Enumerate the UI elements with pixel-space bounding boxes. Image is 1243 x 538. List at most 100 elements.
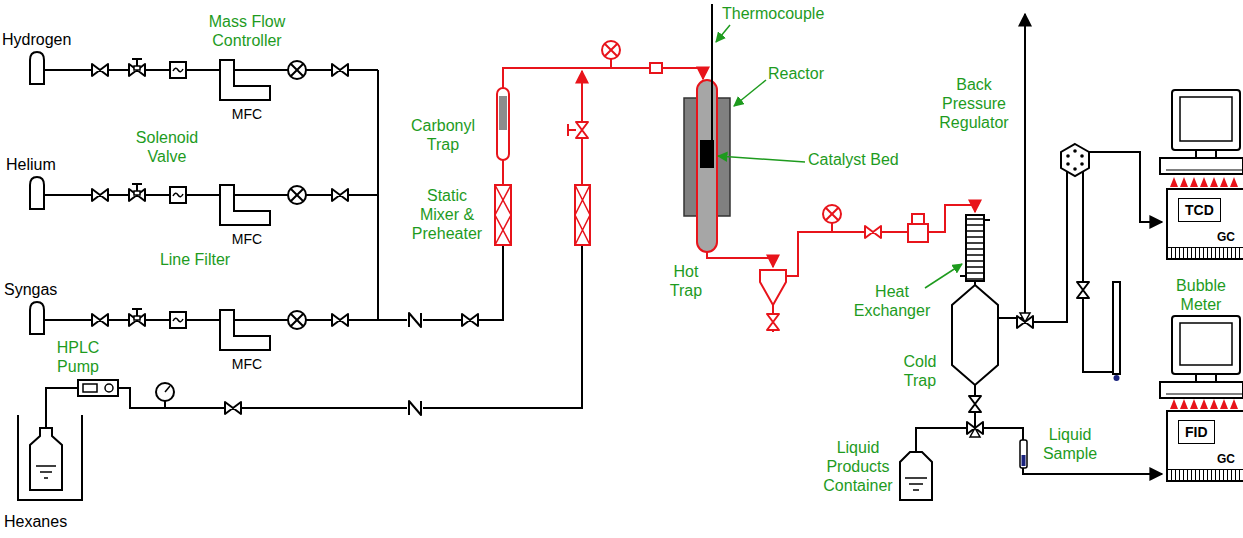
gauge-symbol <box>288 311 306 329</box>
hexanes-bottle <box>30 428 62 490</box>
gauge-needle <box>165 386 170 392</box>
part-label: Liquid Sample <box>1033 425 1107 463</box>
gas-cylinder <box>30 177 44 209</box>
mfc-symbol <box>216 183 274 227</box>
catalyst-bed <box>700 140 714 168</box>
instrument-tag: GC <box>1217 452 1235 466</box>
device-tag: MFC <box>216 106 278 122</box>
valve-symbol <box>332 64 348 76</box>
cold-trap <box>952 285 998 385</box>
device-tag: MFC <box>216 356 278 372</box>
mfc-outline <box>220 60 270 100</box>
valve-handle <box>568 124 576 136</box>
base-line <box>1166 394 1243 395</box>
gas-cylinder <box>30 302 44 334</box>
hot-trap <box>760 270 786 305</box>
leader-line <box>716 25 730 42</box>
regulator-cap <box>912 214 924 224</box>
valve-symbol <box>462 314 478 326</box>
valve-symbol <box>332 189 348 201</box>
device-tag: MFC <box>216 231 278 247</box>
liquid-level <box>36 466 56 478</box>
monitor-stand <box>1196 374 1216 382</box>
gas-chromatograph: FIDGC <box>1166 410 1243 482</box>
valve-port <box>1020 313 1030 322</box>
mfc-outline <box>220 310 270 350</box>
liquid-level <box>905 478 927 490</box>
gauge-symbol <box>288 186 306 204</box>
valve-symbol <box>92 314 108 326</box>
valve-ports <box>1066 149 1084 171</box>
liquid-sample-line <box>983 428 1023 440</box>
vent-line <box>1024 14 1026 314</box>
gas-chromatograph: TCDGC <box>1166 188 1243 260</box>
part-label: Heat Exchanger <box>850 282 934 320</box>
part-label: Reactor <box>768 64 848 83</box>
six-port-valve <box>1061 144 1089 176</box>
hot-line <box>503 68 703 88</box>
pump-display <box>83 384 97 392</box>
tcd-feed-line <box>1089 152 1162 222</box>
valve-symbol <box>865 226 881 238</box>
part-label: Bubble Meter <box>1166 276 1236 314</box>
mixer-element <box>495 185 511 245</box>
mfc-outline <box>220 185 270 225</box>
hot-line <box>503 59 703 185</box>
instrument-tag: GC <box>1217 230 1235 244</box>
gas-header <box>377 70 379 320</box>
line-filter-symbol <box>170 187 186 203</box>
part-label: Liquid Products Container <box>820 438 896 495</box>
solenoid-valve-symbol <box>129 184 145 201</box>
monitor-screen <box>1180 97 1232 141</box>
part-label: Static Mixer & Preheater <box>406 186 488 243</box>
part-label: Hot Trap <box>656 262 716 300</box>
detector-name: FID <box>1178 420 1215 444</box>
mixer-element <box>575 185 590 245</box>
liquid-drain-line <box>916 428 967 452</box>
check-valve-symbol <box>407 400 423 416</box>
gas-line <box>44 70 582 430</box>
gauge-symbol <box>823 205 841 223</box>
signal-arrows <box>1170 177 1238 187</box>
trap-packing <box>499 96 507 130</box>
sample-gas-line <box>1033 172 1067 322</box>
relief-fitting <box>650 63 662 73</box>
solenoid-valve-symbol <box>129 59 145 76</box>
leader-line <box>925 264 962 288</box>
gc-vent-strip <box>1168 247 1243 258</box>
solvent-line <box>118 245 582 408</box>
monitor-screen <box>1180 323 1232 365</box>
thermocouple-rod <box>711 4 713 140</box>
part-label: Solenoid Valve <box>126 128 208 166</box>
pressure-gauge <box>156 383 174 401</box>
pump-head <box>105 384 113 392</box>
fid-feed-line <box>1023 468 1162 474</box>
valve-symbol <box>1077 282 1089 298</box>
leader-line <box>734 80 766 106</box>
solvent-line <box>46 388 78 430</box>
monitor-stand <box>1196 150 1216 158</box>
bubble-meter-tube <box>1113 282 1120 374</box>
carbonyl-trap <box>497 88 509 160</box>
part-label: Line Filter <box>158 250 232 269</box>
computer-monitor <box>1172 90 1240 150</box>
valve-symbol <box>92 64 108 76</box>
part-label: Back Pressure Regulator <box>930 75 1018 132</box>
back-pressure-regulator <box>908 224 928 242</box>
coolant-port <box>960 220 990 276</box>
part-label: Catalyst Bed <box>808 150 918 169</box>
sample-vial <box>1020 440 1027 468</box>
valve-symbol <box>225 402 241 414</box>
part-label: Thermocouple <box>722 4 842 23</box>
mfc-symbol <box>216 308 274 352</box>
part-label: Hexanes <box>4 512 84 531</box>
part-label: Carbonyl Trap <box>398 116 488 154</box>
heat-exchanger <box>966 215 984 281</box>
computer-monitor <box>1172 316 1240 374</box>
part-label: Mass Flow Controller <box>192 12 302 50</box>
sample-liquid <box>1022 455 1026 466</box>
static-mixer <box>495 185 511 245</box>
computer-base <box>1160 382 1243 398</box>
bubble-meter-line <box>1083 172 1113 372</box>
gas-line <box>44 245 503 320</box>
